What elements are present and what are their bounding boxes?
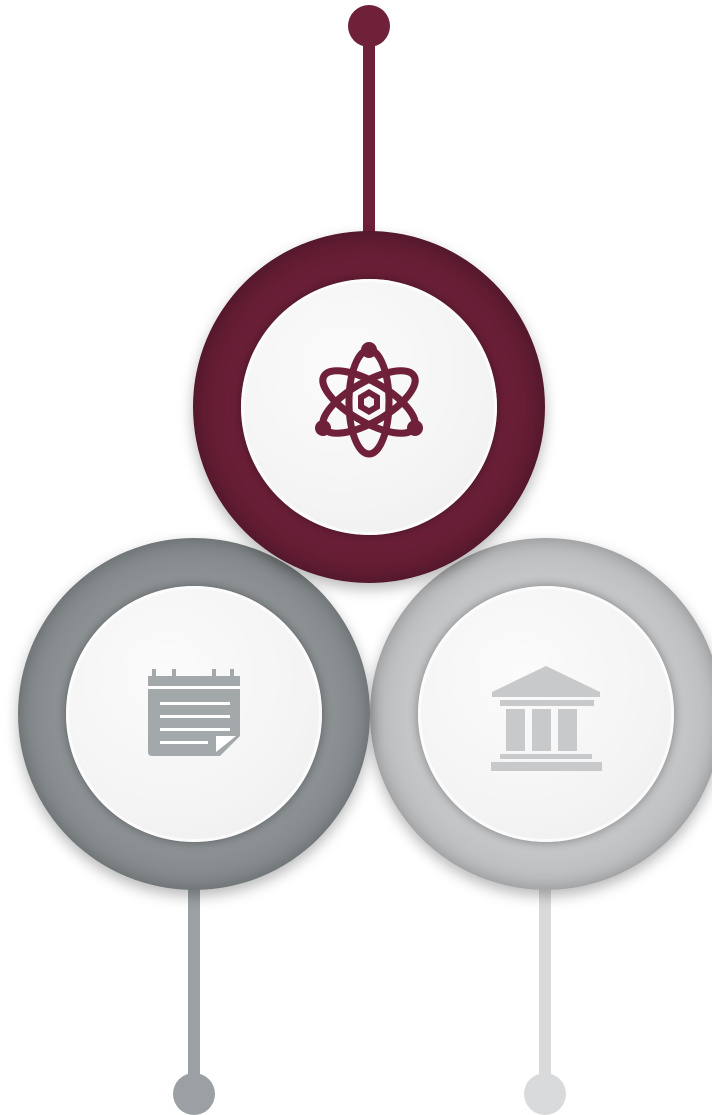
- ring-left: [18, 538, 370, 890]
- left-connector-dot: [173, 1073, 215, 1115]
- bank-icon: [491, 666, 602, 771]
- ring-top-inner: [241, 279, 497, 535]
- atom-icon: [315, 342, 423, 458]
- top-connector-dot: [348, 5, 390, 47]
- right-connector-dot: [524, 1073, 566, 1115]
- notepad-icon: [148, 669, 240, 756]
- ring-right: [370, 538, 712, 890]
- ring-top: [193, 231, 545, 583]
- top-connector-line: [363, 26, 375, 240]
- right-connector-line: [539, 880, 551, 1094]
- ring-left-inner: [66, 586, 322, 842]
- left-connector-line: [188, 880, 200, 1094]
- ring-right-inner: [418, 586, 674, 842]
